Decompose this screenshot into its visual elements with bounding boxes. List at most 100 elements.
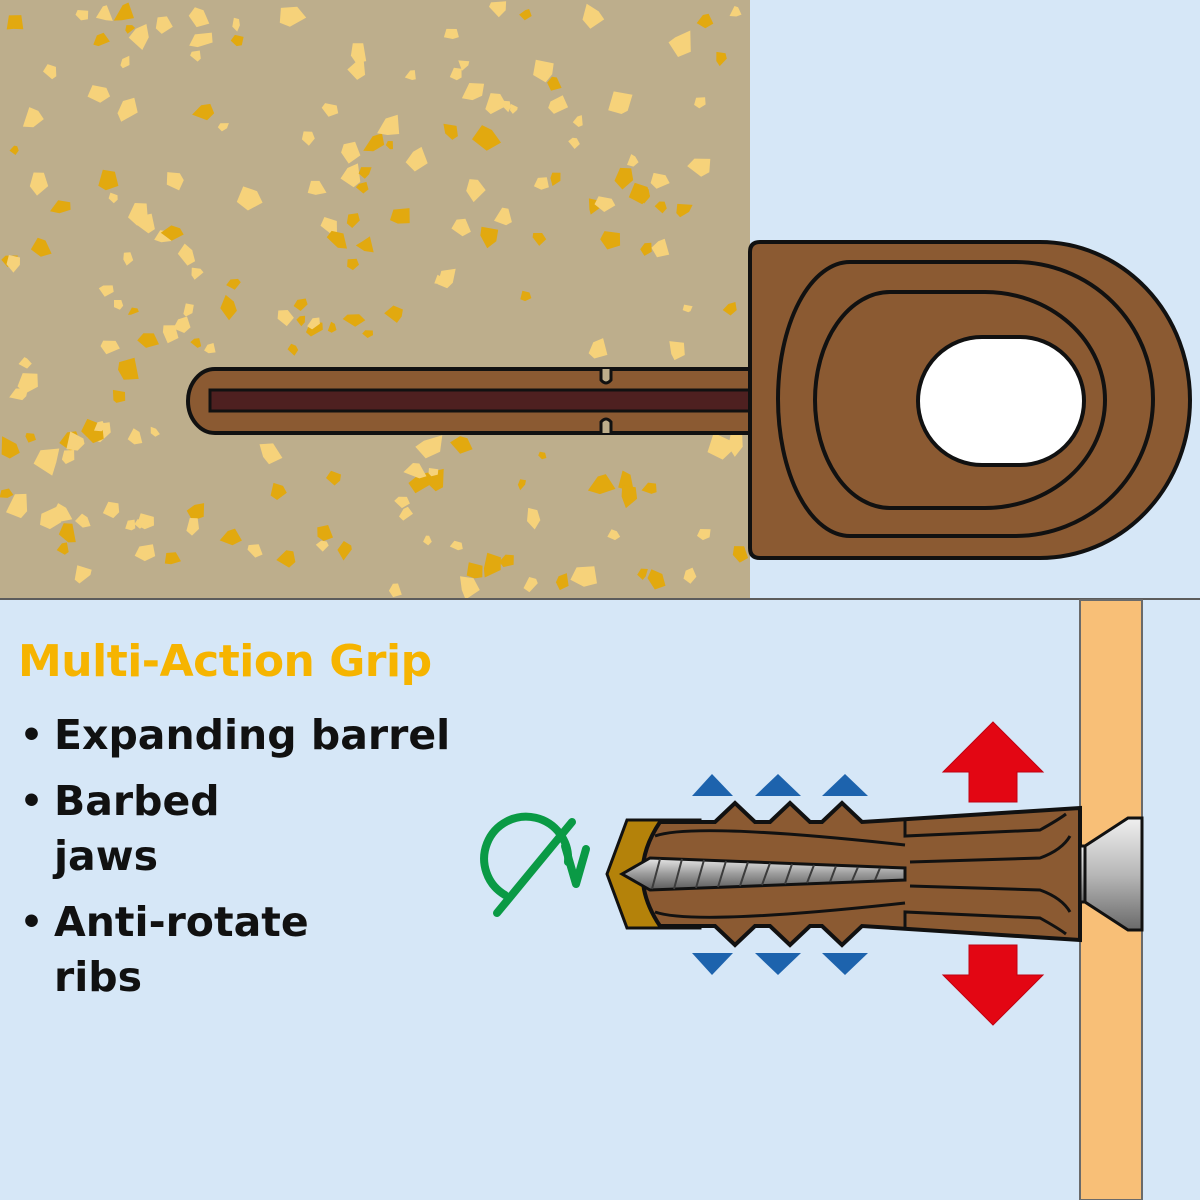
aggregate-speck xyxy=(572,115,583,127)
aggregate-speck xyxy=(317,525,333,541)
aggregate-speck xyxy=(123,252,134,266)
aggregate-speck xyxy=(390,208,410,224)
feature-label: Expanding barrel xyxy=(54,711,451,759)
aggregate-speck xyxy=(219,528,242,546)
aggregate-speck xyxy=(50,200,71,214)
aggregate-speck xyxy=(112,389,126,403)
aggregate-speck xyxy=(588,338,608,359)
aggregate-speck xyxy=(362,330,373,338)
aggregate-speck xyxy=(342,314,366,327)
aggregate-speck xyxy=(277,310,294,327)
aggregate-speck xyxy=(315,540,329,552)
aggregate-speck xyxy=(449,67,462,81)
aggregate-speck xyxy=(532,233,547,246)
aggregate-speck xyxy=(533,59,554,83)
aggregate-speck xyxy=(341,141,361,164)
aggregate-speck xyxy=(29,172,49,196)
aggregate-speck xyxy=(510,103,518,114)
aggregate-speck xyxy=(555,573,569,591)
aggregate-speck xyxy=(75,513,91,528)
aggregate-speck xyxy=(547,76,562,91)
aggregate-speck xyxy=(627,154,639,167)
aggregate-speck xyxy=(423,535,432,546)
aggregate-speck xyxy=(405,146,428,172)
aggregate-speck xyxy=(682,304,693,313)
expansion-arrow-icon xyxy=(692,774,868,975)
aggregate-speck xyxy=(527,507,541,530)
aggregate-speck xyxy=(694,97,706,109)
aggregate-speck xyxy=(236,186,263,211)
aggregate-speck xyxy=(125,519,136,531)
bullet-dot: • xyxy=(20,715,44,756)
aggregate-speck xyxy=(33,448,60,476)
aggregate-speck xyxy=(461,83,485,101)
aggregate-speck xyxy=(650,172,670,189)
aggregate-speck xyxy=(127,428,143,445)
aggregate-speck xyxy=(621,485,638,509)
aggregate-speck xyxy=(191,267,204,280)
aggregate-speck xyxy=(93,32,110,47)
aggregate-speck xyxy=(568,137,580,149)
aggregate-speck xyxy=(113,2,134,21)
aggregate-speck xyxy=(641,482,657,494)
aggregate-speck xyxy=(1,436,20,459)
rotation-stop-icon xyxy=(480,812,590,917)
aggregate-speck xyxy=(6,255,20,273)
aggregate-speck xyxy=(75,10,89,21)
masonry-wall xyxy=(0,0,750,600)
aggregate-speck xyxy=(377,114,400,135)
aggregate-speck xyxy=(320,217,337,234)
aggregate-speck xyxy=(98,285,114,297)
aggregate-speck xyxy=(728,428,743,457)
aggregate-speck xyxy=(449,540,463,551)
heading: Multi-Action Grip xyxy=(18,636,432,687)
aggregate-speck xyxy=(388,583,402,598)
aggregate-speck xyxy=(582,3,605,29)
aggregate-speck xyxy=(186,503,205,521)
aggregate-speck xyxy=(683,567,697,584)
aggregate-speck xyxy=(108,192,118,204)
aggregate-speck xyxy=(56,542,69,555)
aggregate-speck xyxy=(326,230,347,249)
aggregate-speck xyxy=(327,321,337,333)
aggregate-speck xyxy=(43,64,57,80)
feature-item: • Barbed jaws xyxy=(18,774,314,884)
aggregate-speck xyxy=(186,518,199,536)
aggregate-speck xyxy=(127,307,139,315)
aggregate-speck xyxy=(637,568,648,580)
aggregate-speck xyxy=(403,463,427,479)
plug-eye-hole xyxy=(916,335,1086,467)
aggregate-speck xyxy=(483,552,501,578)
aggregate-speck xyxy=(270,482,287,500)
aggregate-speck xyxy=(190,338,202,348)
aggregate-speck xyxy=(128,24,149,50)
aggregate-speck xyxy=(460,576,480,600)
aggregate-speck xyxy=(326,470,341,486)
aggregate-speck xyxy=(150,426,160,437)
aggregate-speckles xyxy=(0,1,749,600)
aggregate-speck xyxy=(58,523,76,543)
aggregate-speck xyxy=(22,107,44,128)
aggregate-speck xyxy=(189,32,213,48)
aggregate-speck xyxy=(608,91,633,114)
screw-head xyxy=(1083,816,1144,932)
aggregate-speck xyxy=(9,388,28,401)
aggregate-speck xyxy=(570,566,597,587)
aggregate-speck xyxy=(697,529,711,541)
aggregate-speck xyxy=(136,513,154,530)
feature-item: • Anti-rotate ribs xyxy=(18,895,384,1005)
aggregate-speck xyxy=(102,501,120,519)
aggregate-speck xyxy=(654,201,667,214)
aggregate-speck xyxy=(347,61,366,80)
aggregate-speck xyxy=(192,103,215,121)
aggregate-speck xyxy=(204,343,216,354)
aggregate-speck xyxy=(415,435,443,459)
pressure-arrow-icon xyxy=(941,721,1045,1026)
aggregate-speck xyxy=(729,6,742,17)
aggregate-speck xyxy=(696,13,714,29)
aggregate-speck xyxy=(117,97,138,122)
aggregate-speck xyxy=(188,7,210,28)
feature-list: • Expanding barrel • Barbed jaws • Anti-… xyxy=(18,708,578,1005)
aggregate-speck xyxy=(587,474,616,495)
aggregate-speck xyxy=(520,290,532,302)
